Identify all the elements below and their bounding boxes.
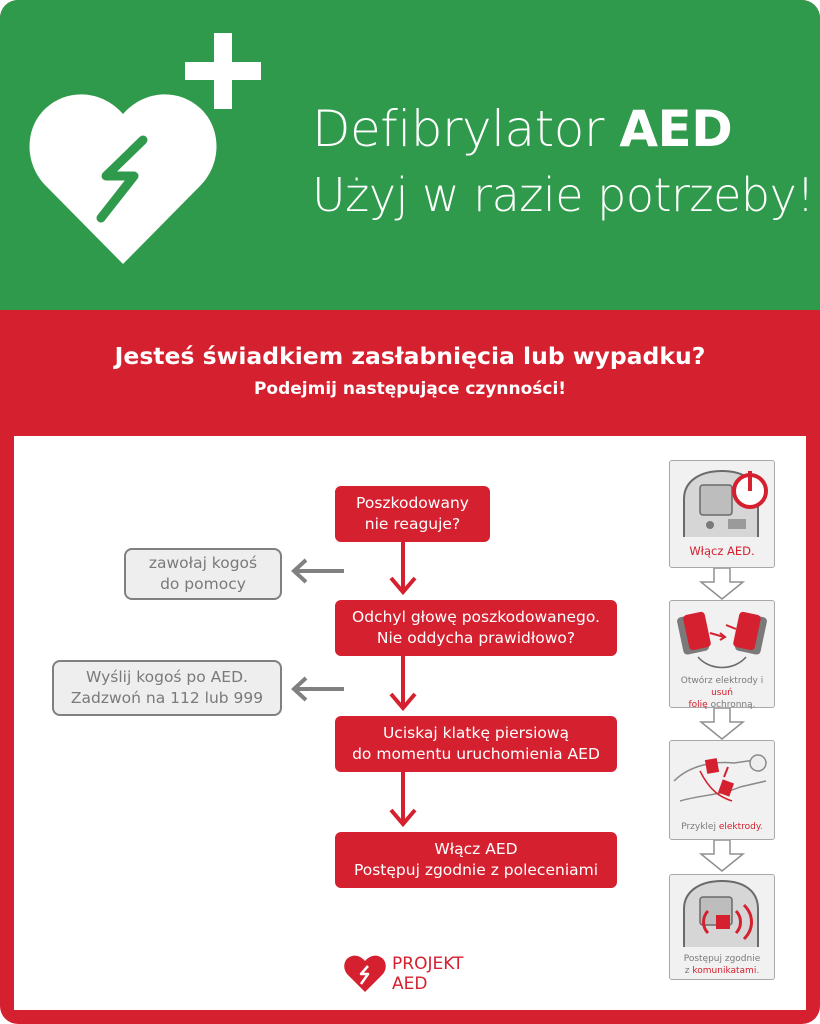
title-word: Defibrylator [312,100,604,158]
caption-highlight: folię [688,700,708,710]
caption-text: Otwórz elektrody i [680,676,764,686]
logo-line: AED [392,974,428,994]
caption-highlight: usuń [711,688,733,698]
projekt-aed-logo-icon [344,955,386,992]
question-band [0,310,820,436]
logo-line: PROJEKT [392,954,464,974]
page-subtitle: Użyj w razie potrzeby! [312,168,815,222]
step-line: Uciskaj klatkę piersiową [382,724,570,742]
call-for-help-box: zawołaj kogoś do pomocy [124,548,282,600]
witness-question: Jesteś świadkiem zasłabnięcia lub wypadk… [114,342,706,370]
page-title: Defibrylator AED [312,100,733,158]
step-line: Poszkodowany [356,494,469,512]
action-instruction: Podejmij następujące czynności! [253,379,567,399]
down-arrow-icon [389,772,417,828]
electrodes-icon [677,611,767,669]
step-unresponsive: Poszkodowany nie reaguje? [335,486,490,542]
side-line: Zadzwoń na 112 lub 999 [70,689,264,707]
step-line: Włącz AED [434,840,518,858]
step-check-breathing: Odchyl głowę poszkodowanego. Nie oddycha… [335,600,617,656]
device-step-power-on: Włącz AED. [669,460,775,568]
side-line: zawołaj kogoś [148,554,258,572]
header-banner: Defibrylator AED Użyj w razie potrzeby! [0,0,820,310]
caption-text: z [684,966,693,976]
step-line: do momentu uruchomienia AED [352,745,600,763]
down-arrow-icon [389,542,417,596]
step-caption: Włącz AED. [689,544,755,558]
caption-highlight: elektrody [718,822,760,832]
projekt-aed-logo: PROJEKT AED [392,954,463,994]
caption-text: . [759,822,763,832]
caption-text: Postępuj zgodnie [683,954,761,964]
title-brand: AED [619,100,733,158]
device-step-follow-prompts: Postępuj zgodnie z komunikatami. [669,874,775,980]
step-caption: Otwórz elektrody i usuń folię ochronną. [670,675,774,711]
caption-text: Przyklej [681,822,719,832]
caption-highlight: komunikatami [692,966,757,976]
caption-text: ochronną. [707,700,756,710]
caption-text: . [756,966,760,976]
step-turn-on-aed: Włącz AED Postępuj zgodnie z poleceniami [335,832,617,888]
step-line: Nie oddycha prawidłowo? [376,629,576,647]
device-step-electrodes: Otwórz elektrody i usuń folię ochronną. [669,600,775,711]
side-line: do pomocy [160,575,246,593]
left-arrow-icon [291,558,344,584]
patient-pads-icon [673,754,767,802]
aed-heart-icon [29,33,261,264]
left-arrow-icon [291,676,344,702]
aed-voice-icon [683,879,759,947]
step-caption: Przyklej elektrody. [670,821,774,833]
step-line: Postępuj zgodnie z poleceniami [353,861,599,879]
send-for-aed-box: Wyślij kogoś po AED. Zadzwoń na 112 lub … [52,660,282,716]
chevron-down-icon [699,568,745,600]
step-line: Odchyl głowę poszkodowanego. [352,608,600,626]
step-caption: Postępuj zgodnie z komunikatami. [670,953,774,977]
chevron-down-icon [699,708,745,740]
chevron-down-icon [699,840,745,872]
device-step-apply-pads: Przyklej elektrody. [669,740,775,840]
side-line: Wyślij kogoś po AED. [86,668,248,686]
step-line: nie reaguje? [364,515,461,533]
down-arrow-icon [389,656,417,712]
step-chest-compressions: Uciskaj klatkę piersiową do momentu uruc… [335,716,617,772]
aed-power-icon [683,469,768,537]
